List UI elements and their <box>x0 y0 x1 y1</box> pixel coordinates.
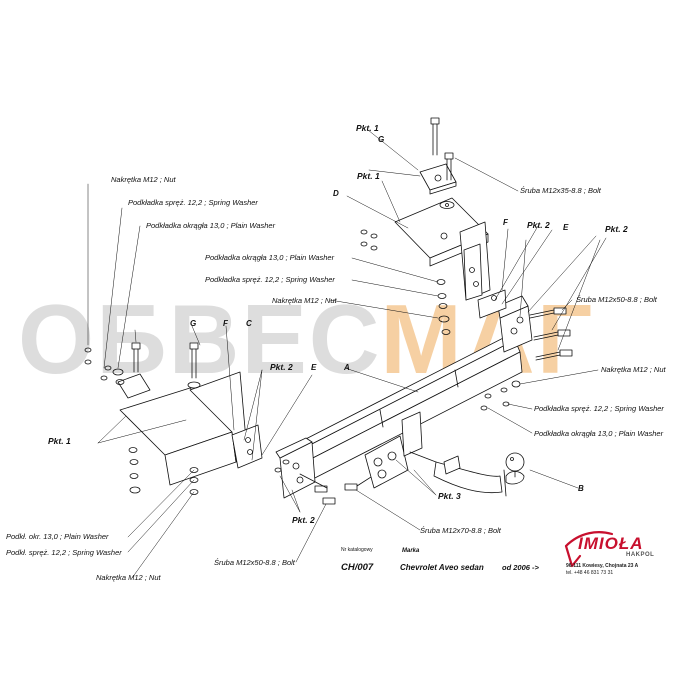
pkt3: Pkt. 3 <box>438 491 461 501</box>
label-nut-right: Nakrętka M12 ; Nut <box>601 365 666 374</box>
letter-d: D <box>333 189 339 198</box>
letter-a: A <box>344 363 350 372</box>
label-plain-washer-mid: Podkładka okrągła 13,0 ; Plain Washer <box>205 253 335 262</box>
pkt2-left: Pkt. 2 <box>270 362 293 372</box>
letter-g-top: G <box>378 135 385 144</box>
label-plain-washer-top-left: Podkładka okrągła 13,0 ; Plain Washer <box>146 221 276 230</box>
top-bracket-d <box>394 197 491 301</box>
label-nut-mid: Nakrętka M12 ; Nut <box>272 296 337 305</box>
catalog-number-label: Nr katalogowy <box>341 547 373 553</box>
label-bolt-m12x35: Śruba M12x35-8.8 ; Bolt <box>520 186 601 195</box>
letter-g-left: G <box>190 319 197 328</box>
letter-f-top: F <box>503 218 508 227</box>
label-nut-top-left: Nakrętka M12 ; Nut <box>111 175 176 184</box>
brand-name: IMIOŁA <box>578 534 644 553</box>
label-bolt-m12x50-right: Śruba M12x50-8.8 ; Bolt <box>576 295 657 304</box>
leader-lines <box>87 129 607 579</box>
letter-b: B <box>578 484 584 493</box>
brand-address-line1: 96-111 Kowiesy, Chojnata 23 A <box>566 563 639 569</box>
label-spring-washer-top-left: Podkładka spręż. 12,2 ; Spring Washer <box>128 198 258 207</box>
make-label: Marka <box>402 548 420 554</box>
brand-logo-mark <box>564 531 614 568</box>
top-bolts <box>430 117 454 181</box>
left-plate <box>84 342 263 495</box>
label-spring-washer-bottom-left: Podkł. spręż. 12,2 ; Spring Washer <box>6 548 122 557</box>
model-year: od 2006 -> <box>502 563 539 572</box>
pkt1-top-b: Pkt. 1 <box>357 171 380 181</box>
pkt1-top-a: Pkt. 1 <box>356 123 379 133</box>
letter-f-left: F <box>223 319 228 328</box>
label-nut-bottom-left: Nakrętka M12 ; Nut <box>96 573 161 582</box>
label-plain-washer-right: Podkładka okrągła 13,0 ; Plain Washer <box>534 429 664 438</box>
watermark-part1: ОБВЕС <box>18 284 381 394</box>
label-bolt-m12x70: Śruba M12x70-8.8 ; Bolt <box>420 526 501 535</box>
right-end-bracket <box>477 289 533 353</box>
label-spring-washer-right: Podkładka spręż. 12,2 ; Spring Washer <box>534 404 664 413</box>
brand-address-line2: tel. +48 46 831 73 31 <box>566 570 614 576</box>
vehicle-model: Chevrolet Aveo sedan <box>400 563 484 572</box>
left-end-bracket <box>275 437 316 499</box>
top-nut-stack <box>360 229 451 335</box>
pkt2-bottom: Pkt. 2 <box>292 515 315 525</box>
right-bolts <box>480 307 573 411</box>
letter-e-left: E <box>311 363 317 372</box>
letter-e-top: E <box>563 223 569 232</box>
pkt2-top: Pkt. 2 <box>527 220 550 230</box>
pkt2-right: Pkt. 2 <box>605 224 628 234</box>
brand-sub: HAKPOL <box>626 552 655 558</box>
label-bolt-m12x50-bottom: Śruba M12x50-8.8 ; Bolt <box>214 558 295 567</box>
tow-ball-mount <box>364 411 525 497</box>
label-plain-washer-bottom-left: Podkł. okr. 13,0 ; Plain Washer <box>6 532 109 541</box>
pkt1-left: Pkt. 1 <box>48 436 71 446</box>
catalog-number: CH/007 <box>341 562 374 573</box>
label-spring-washer-mid: Podkładka spręż. 12,2 ; Spring Washer <box>205 275 335 284</box>
letter-c: C <box>246 319 252 328</box>
